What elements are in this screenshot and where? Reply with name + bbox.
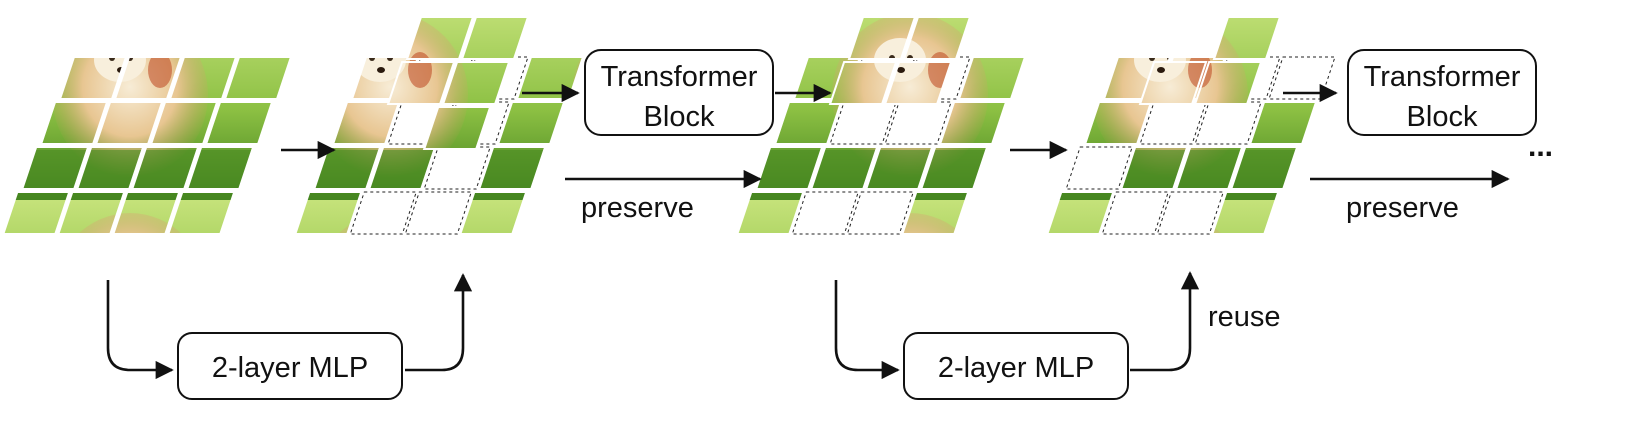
- patch-ghost: [829, 101, 897, 145]
- image-patch: [883, 61, 953, 105]
- image-patch: [1138, 61, 1208, 105]
- image-patch: [1229, 146, 1299, 190]
- image-patch: [809, 146, 879, 190]
- patch-empty: [1101, 191, 1169, 235]
- image-patch: [111, 191, 181, 235]
- input-image-patches: [1, 56, 293, 235]
- image-patch: [496, 101, 566, 145]
- image-patch: [58, 56, 128, 100]
- arrow-up-reuse: [1130, 271, 1200, 372]
- mlp-box-1: 2-layer MLP: [177, 332, 403, 400]
- image-patch: [405, 16, 475, 60]
- image-patch: [39, 101, 109, 145]
- image-patch: [130, 146, 200, 190]
- transformer-block-1: Transformer Block: [584, 49, 774, 136]
- mlp-1-label: 2-layer MLP: [212, 352, 368, 384]
- ellipsis-label: ...: [1528, 130, 1553, 163]
- image-patch: [441, 61, 511, 105]
- image-patch: [460, 16, 530, 60]
- image-patch: [900, 191, 970, 235]
- patches-preserved-1: [735, 16, 1027, 235]
- image-patch: [331, 101, 401, 145]
- preserve-label-2: preserve: [1346, 192, 1459, 224]
- image-patch: [773, 101, 843, 145]
- arrow-up-from-mlp-1: [405, 273, 473, 372]
- image-patch: [1045, 191, 1115, 235]
- patch-empty: [349, 191, 417, 235]
- flow-arrows: [106, 83, 1510, 380]
- reuse-label: reuse: [1208, 301, 1281, 333]
- transformer-block-2-line2: Block: [1407, 101, 1478, 133]
- image-patch: [1083, 101, 1153, 145]
- image-patch: [919, 146, 989, 190]
- image-patch: [367, 146, 437, 190]
- patch-empty: [1156, 191, 1224, 235]
- patch-ghost: [1194, 101, 1262, 145]
- image-patch: [735, 191, 805, 235]
- image-patch: [94, 101, 164, 145]
- transformer-block-1-line2: Block: [644, 101, 715, 133]
- image-patch: [149, 101, 219, 145]
- image-patch: [864, 146, 934, 190]
- image-patch: [957, 56, 1027, 100]
- patch-empty: [1065, 146, 1133, 190]
- image-patch: [113, 56, 183, 100]
- image-patch: [386, 61, 456, 105]
- preserve-label-1: preserve: [581, 192, 694, 224]
- image-patch: [1, 191, 71, 235]
- image-patch: [1248, 101, 1318, 145]
- image-patch: [902, 16, 972, 60]
- image-patch: [185, 146, 255, 190]
- image-patch: [204, 101, 274, 145]
- image-patch: [422, 106, 492, 150]
- transformer-block-2: Transformer Block: [1347, 49, 1537, 136]
- image-patch: [1174, 146, 1244, 190]
- image-patch: [458, 191, 528, 235]
- patch-empty: [404, 191, 472, 235]
- image-patch: [828, 61, 898, 105]
- image-patch: [1119, 146, 1189, 190]
- mlp-2-label: 2-layer MLP: [938, 352, 1094, 384]
- image-patch: [20, 146, 90, 190]
- transformer-block-1-line1: Transformer: [601, 61, 758, 93]
- image-patch: [1193, 61, 1263, 105]
- patch-ghost: [884, 101, 952, 145]
- patch-empty: [791, 191, 859, 235]
- patch-empty: [846, 191, 914, 235]
- mlp-box-2: 2-layer MLP: [903, 332, 1129, 400]
- transformer-block-2-line1: Transformer: [1364, 61, 1521, 93]
- patches-after-selection-1: [293, 16, 585, 235]
- arrow-down-to-mlp-1: [106, 280, 174, 380]
- arrow-down-to-mlp-2: [834, 280, 900, 380]
- patch-ghost: [1139, 101, 1207, 145]
- image-patch: [293, 191, 363, 235]
- image-patch: [477, 146, 547, 190]
- image-patch: [938, 101, 1008, 145]
- patches-after-selection-2: [1045, 16, 1336, 235]
- image-patch: [847, 16, 917, 60]
- patch-ghost: [423, 146, 491, 190]
- image-patch: [1210, 191, 1280, 235]
- image-patch: [166, 191, 236, 235]
- image-patch: [168, 56, 238, 100]
- image-patch: [223, 56, 293, 100]
- image-patch: [75, 146, 145, 190]
- image-patch: [56, 191, 126, 235]
- image-patch: [1212, 16, 1282, 60]
